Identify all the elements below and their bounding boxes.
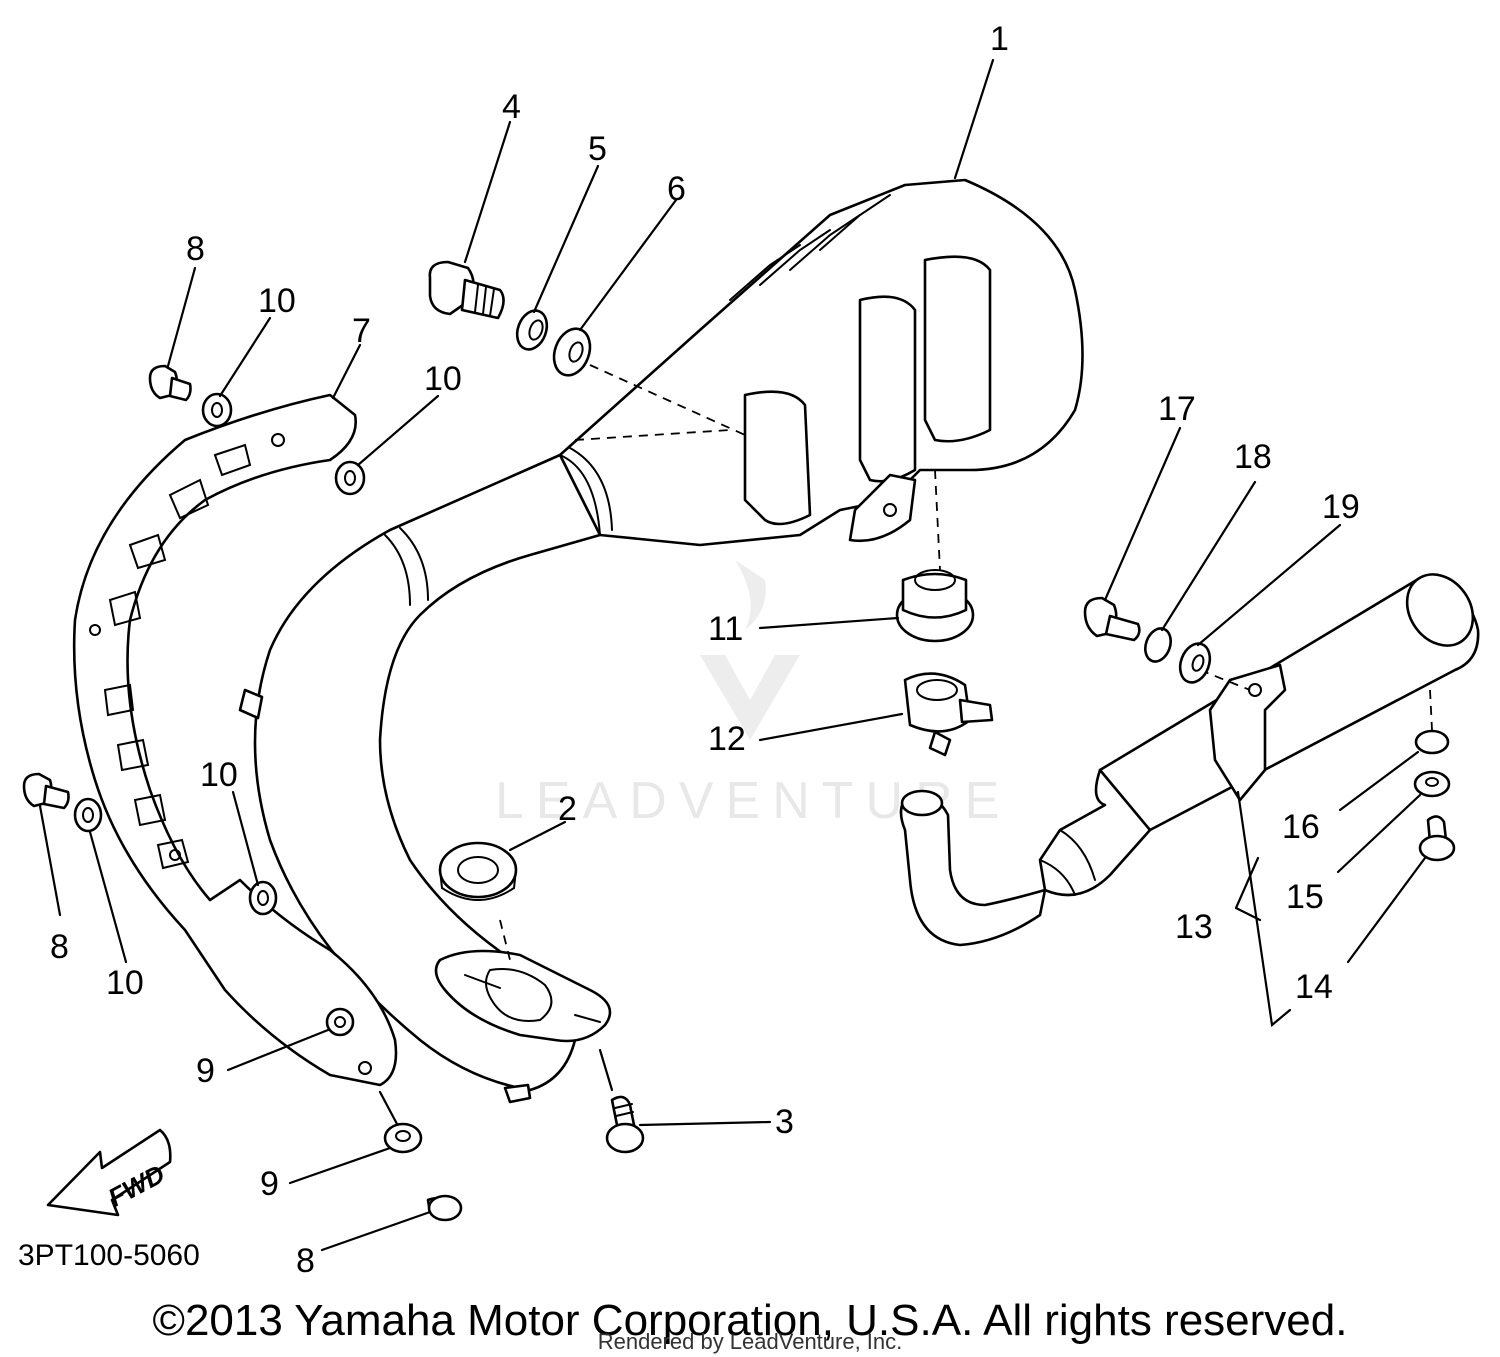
callout-14: 14: [1295, 968, 1333, 1006]
copyright-notice: ©2013 Yamaha Motor Corporation, U.S.A. A…: [152, 1296, 1348, 1345]
part-4-bolt: [428, 260, 505, 320]
part-13-silencer: [899, 573, 1480, 947]
part-16-collar: [1414, 729, 1450, 755]
forward-arrow: FWD: [46, 1128, 172, 1217]
callout-17: 17: [1158, 390, 1196, 428]
rendered-by-credit: Rendered by LeadVenture, Inc.: [597, 1329, 903, 1354]
leader-lines: [38, 58, 1427, 1252]
callout-11: 11: [708, 610, 743, 648]
callout-2: 2: [558, 790, 577, 828]
part-3-bolt: [605, 1095, 645, 1154]
callout-7: 7: [352, 312, 371, 350]
part-10-ring-top: [201, 392, 233, 428]
part-8-bolt-left: [22, 772, 70, 810]
part-18-lock-washer: [1144, 627, 1172, 663]
callout-12: 12: [708, 720, 746, 758]
callout-labels: 1 2 3 4 5 6 7 8 8 8 9 9 10 10 10 10 11 1…: [50, 20, 1360, 1280]
callout-9-upper: 9: [196, 1052, 215, 1090]
part-10-ring-left: [73, 797, 103, 833]
callout-6: 6: [667, 170, 686, 208]
callout-3: 3: [775, 1103, 794, 1141]
part-11-grommet: [895, 569, 975, 643]
callout-10-center: 10: [200, 756, 238, 794]
callout-15: 15: [1286, 878, 1324, 916]
part-8-bolt-top: [148, 364, 192, 402]
hardware-parts: [22, 260, 1456, 1222]
callout-5: 5: [588, 130, 607, 168]
part-9-damper: [383, 1122, 423, 1154]
part-7-protector: [72, 393, 398, 1087]
callout-8-left: 8: [50, 928, 69, 966]
part-8-bolt-bottom: [426, 1194, 463, 1222]
part-5-lock-washer: [515, 309, 549, 351]
callout-8-top: 8: [186, 230, 205, 268]
callout-10-left: 10: [106, 964, 144, 1002]
callout-1: 1: [990, 20, 1009, 58]
callout-9-lower: 9: [260, 1165, 279, 1203]
forward-arrow-icon: [46, 1128, 172, 1217]
callout-19: 19: [1322, 488, 1360, 526]
callout-10-right: 10: [424, 360, 462, 398]
part-1-exhaust-pipe: [238, 178, 1084, 1104]
part-2-gasket: [438, 841, 518, 901]
callout-18: 18: [1234, 438, 1272, 476]
callout-10-top: 10: [258, 282, 296, 320]
part-17-bolt: [1083, 596, 1141, 642]
part-6-washer: [552, 327, 592, 377]
callout-13: 13: [1175, 908, 1213, 946]
part-10-ring-right: [334, 460, 366, 496]
part-10-ring-center: [248, 880, 278, 916]
part-15-damper: [1413, 770, 1451, 798]
diagram-code: 3PT100-5060: [18, 1239, 200, 1272]
part-19-washer: [1178, 642, 1212, 684]
callout-16: 16: [1282, 808, 1320, 846]
watermark-logo: [700, 560, 800, 740]
callout-8-bottom: 8: [296, 1242, 315, 1280]
part-14-bolt: [1418, 815, 1456, 862]
part-12-clamp: [903, 672, 994, 757]
callout-4: 4: [502, 88, 521, 126]
